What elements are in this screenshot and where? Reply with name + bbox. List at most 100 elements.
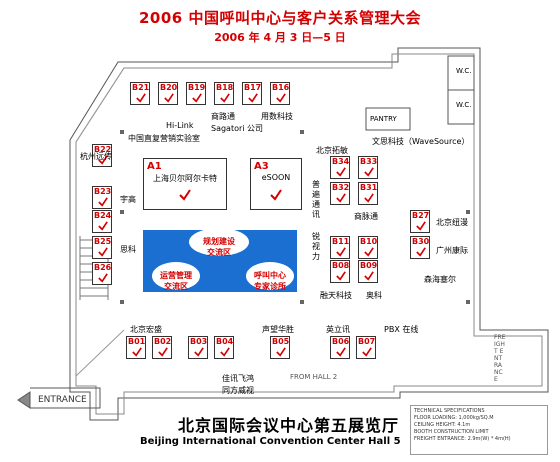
label-tongfang: 同方威视 bbox=[222, 386, 254, 395]
check-icon bbox=[364, 167, 374, 177]
booth-code: B11 bbox=[332, 237, 350, 246]
inner-wall bbox=[75, 53, 543, 415]
check-icon bbox=[364, 271, 374, 281]
columns bbox=[120, 130, 470, 304]
check-icon bbox=[98, 197, 108, 207]
booth-code: A3 bbox=[254, 161, 269, 172]
booth-code: B18 bbox=[216, 83, 234, 92]
from-hall-label: FROM HALL 2 bbox=[290, 373, 338, 381]
booth-a1[interactable]: A1 上海贝尔阿尔卡特 bbox=[143, 158, 227, 210]
booth[interactable]: B21 bbox=[130, 82, 150, 105]
pantry-room bbox=[365, 107, 411, 131]
booth[interactable]: B26 bbox=[92, 262, 112, 285]
booth[interactable]: B25 bbox=[92, 236, 112, 259]
check-icon bbox=[336, 347, 346, 357]
booth-code: B05 bbox=[272, 337, 290, 346]
check-icon bbox=[98, 155, 108, 165]
booth[interactable]: B20 bbox=[158, 82, 178, 105]
hall-name-cn: 北京国际会议中心第五展览厅 bbox=[178, 416, 400, 435]
zone-callcenter-bubble bbox=[246, 262, 294, 290]
booth[interactable]: B17 bbox=[242, 82, 262, 105]
booth[interactable]: B31 bbox=[358, 182, 378, 205]
check-icon bbox=[270, 189, 282, 201]
booth-code: A1 bbox=[147, 161, 162, 172]
check-icon bbox=[416, 247, 426, 257]
booth-code: B06 bbox=[332, 337, 350, 346]
event-title: 2006 中国呼叫中心与客户关系管理大会 bbox=[139, 9, 421, 27]
check-icon bbox=[164, 93, 174, 103]
entrance-ramp bbox=[30, 387, 101, 409]
booth[interactable]: B07 bbox=[356, 336, 376, 359]
event-date: 2006 年 4 月 3 日—5 日 bbox=[214, 31, 346, 44]
booth[interactable]: B11 bbox=[330, 236, 350, 259]
booth[interactable]: B18 bbox=[214, 82, 234, 105]
booth[interactable]: B05 bbox=[270, 336, 290, 359]
specs-freight: FREIGHT ENTRANCE: 2.9m(W) * 4m(H) bbox=[414, 436, 511, 442]
booth[interactable]: B27 bbox=[410, 210, 430, 233]
check-icon bbox=[98, 221, 108, 231]
booth[interactable]: B01 bbox=[126, 336, 146, 359]
zone-operations: 运营管理 交流区 bbox=[160, 271, 192, 291]
booth[interactable]: B04 bbox=[214, 336, 234, 359]
booth[interactable]: B08 bbox=[330, 260, 350, 283]
booth[interactable]: B03 bbox=[188, 336, 208, 359]
booth-code: B27 bbox=[412, 211, 430, 220]
booth-code: B01 bbox=[128, 337, 146, 346]
booth-exhibitor: 上海贝尔阿尔卡特 bbox=[153, 174, 217, 183]
booth-code: B24 bbox=[94, 211, 112, 220]
booth[interactable]: B33 bbox=[358, 156, 378, 179]
booth-code: B19 bbox=[188, 83, 206, 92]
booth[interactable]: B22 bbox=[92, 144, 112, 167]
booth[interactable]: B02 bbox=[152, 336, 172, 359]
booth-code: B22 bbox=[94, 145, 112, 154]
check-icon bbox=[362, 347, 372, 357]
label-senhai: 森海塞尔 bbox=[424, 275, 456, 284]
check-icon bbox=[220, 93, 230, 103]
label-sike: 思科 bbox=[120, 245, 136, 254]
booth-code: B04 bbox=[216, 337, 234, 346]
booth-code: B34 bbox=[332, 157, 350, 166]
booth[interactable]: B10 bbox=[358, 236, 378, 259]
booth-code: B16 bbox=[272, 83, 290, 92]
entrance-label: ENTRANCE bbox=[38, 395, 87, 405]
specs-ceiling-height: CEILING HEIGHT: 4.1m bbox=[414, 422, 471, 428]
label-pubiantong: 普遍通讯 bbox=[312, 180, 320, 219]
booth[interactable]: B19 bbox=[186, 82, 206, 105]
booth-code: B03 bbox=[190, 337, 208, 346]
booth-code: B25 bbox=[94, 237, 112, 246]
zone-callcenter: 呼叫中心 专家诊所 bbox=[254, 271, 286, 291]
label-yugao: 宇高 bbox=[120, 195, 136, 204]
booth-code: B20 bbox=[160, 83, 178, 92]
booth[interactable]: B09 bbox=[358, 260, 378, 283]
check-icon bbox=[98, 273, 108, 283]
booth[interactable]: B24 bbox=[92, 210, 112, 233]
check-icon bbox=[192, 93, 202, 103]
hall-name-en: Beijing International Convention Center … bbox=[140, 436, 401, 447]
check-icon bbox=[364, 247, 374, 257]
booth-code: B08 bbox=[332, 261, 350, 270]
check-icon bbox=[416, 221, 426, 231]
label-zhifu-lab: 中国直复营销实验室 bbox=[128, 134, 200, 143]
check-icon bbox=[248, 93, 258, 103]
check-icon bbox=[98, 247, 108, 257]
zone-planning: 规划建设 交流区 bbox=[203, 237, 235, 257]
zone-operations-bubble bbox=[152, 262, 200, 290]
zone-planning-bubble bbox=[189, 228, 249, 256]
label-shengwang: 声望华胜 bbox=[262, 325, 294, 334]
booth[interactable]: B34 bbox=[330, 156, 350, 179]
tech-specs-box: TECHNICAL SPECIFICATIONS FLOOR LOADING: … bbox=[410, 405, 548, 455]
label-shanglutong: 商路通 bbox=[211, 112, 235, 121]
booth[interactable]: B30 bbox=[410, 236, 430, 259]
booth[interactable]: B16 bbox=[270, 82, 290, 105]
booth[interactable]: B23 bbox=[92, 186, 112, 209]
label-yongshu: 用数科技 bbox=[261, 112, 293, 121]
booth-a3[interactable]: A3 eSOON bbox=[250, 158, 302, 210]
booth-code: B02 bbox=[154, 337, 172, 346]
label-guangzhou-kangji: 广州康际 bbox=[436, 246, 468, 255]
booth[interactable]: B06 bbox=[330, 336, 350, 359]
booth[interactable]: B32 bbox=[330, 182, 350, 205]
check-icon bbox=[179, 189, 191, 201]
check-icon bbox=[132, 347, 142, 357]
